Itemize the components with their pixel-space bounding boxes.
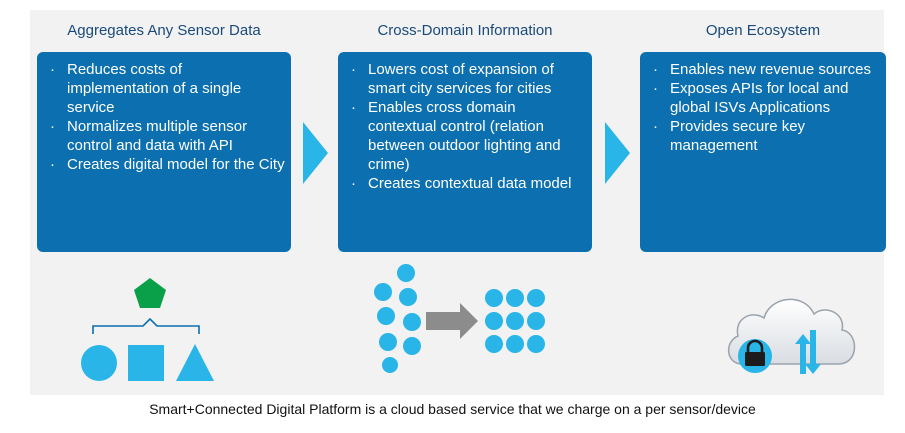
triangle-icon — [176, 344, 214, 381]
bracket-icon — [92, 317, 200, 334]
bullet-text: Normalizes multiple sensor control and d… — [67, 118, 248, 154]
footer-caption: Smart+Connected Digital Platform is a cl… — [149, 401, 756, 417]
bullet-dot: · — [351, 99, 356, 116]
circle-icon — [81, 345, 117, 381]
bullet-dot: · — [653, 61, 658, 78]
bullet-dot: · — [50, 61, 55, 78]
bullet-item: · Creates digital model for the City — [47, 155, 285, 174]
bullet-item: · Provides secure key management — [650, 117, 880, 155]
bullet-item: · Creates contextual data model — [348, 174, 586, 193]
bullet-text: Reduces costs of implementation of a sin… — [67, 61, 242, 116]
bullet-text: Enables cross domain contextual control … — [368, 99, 561, 173]
bullet-text: Exposes APIs for local and global ISVs A… — [670, 80, 849, 116]
scattered-dots-icon — [374, 264, 421, 373]
shapes-hierarchy-icon — [81, 278, 214, 381]
feature-box-cross-domain: · Lowers cost of expansion of smart city … — [338, 52, 592, 252]
bullet-dot: · — [50, 118, 55, 135]
bullet-dot: · — [653, 118, 658, 135]
ordered-dots-grid-icon — [485, 289, 545, 353]
feature-box-aggregates: · Reduces costs of implementation of a si… — [37, 52, 291, 252]
bullet-dot: · — [351, 61, 356, 78]
bullet-text: Provides secure key management — [670, 118, 806, 154]
bullet-text: Creates digital model for the City — [67, 156, 285, 173]
sync-arrows-icon — [795, 330, 821, 374]
bullet-item: · Normalizes multiple sensor control and … — [47, 117, 285, 155]
cloud-lock-sync-icon — [728, 298, 856, 374]
chevron-right-icon — [605, 122, 630, 184]
bullet-item: · Lowers cost of expansion of smart city … — [348, 60, 586, 98]
square-icon — [128, 345, 164, 381]
bullet-text: Enables new revenue sources — [670, 61, 871, 78]
bullet-dot: · — [351, 175, 356, 192]
column-title-cross-domain: Cross-Domain Information — [377, 22, 553, 39]
bullet-text: Creates contextual data model — [368, 175, 572, 192]
pentagon-icon — [134, 278, 166, 308]
data-dots-arrow-icon — [374, 264, 545, 373]
column-title-open-ecosystem: Open Ecosystem — [705, 22, 821, 39]
lock-shackle-icon — [746, 339, 764, 353]
column-title-aggregates: Aggregates Any Sensor Data — [67, 22, 261, 39]
bullet-dot: · — [50, 156, 55, 173]
lock-body-icon — [745, 352, 765, 366]
bullet-dot: · — [653, 80, 658, 97]
bullet-item: · Reduces costs of implementation of a si… — [47, 60, 285, 117]
bullet-text: Lowers cost of expansion of smart city s… — [368, 61, 554, 97]
feature-box-open-ecosystem: · Enables new revenue sources · Exposes AP… — [640, 52, 886, 252]
bullet-item: · Enables new revenue sources — [650, 60, 880, 79]
bullet-item: · Exposes APIs for local and global ISVs … — [650, 79, 880, 117]
bullet-item: · Enables cross domain contextual control… — [348, 98, 586, 174]
chevron-right-icon — [303, 122, 328, 184]
arrow-right-icon — [426, 303, 478, 339]
